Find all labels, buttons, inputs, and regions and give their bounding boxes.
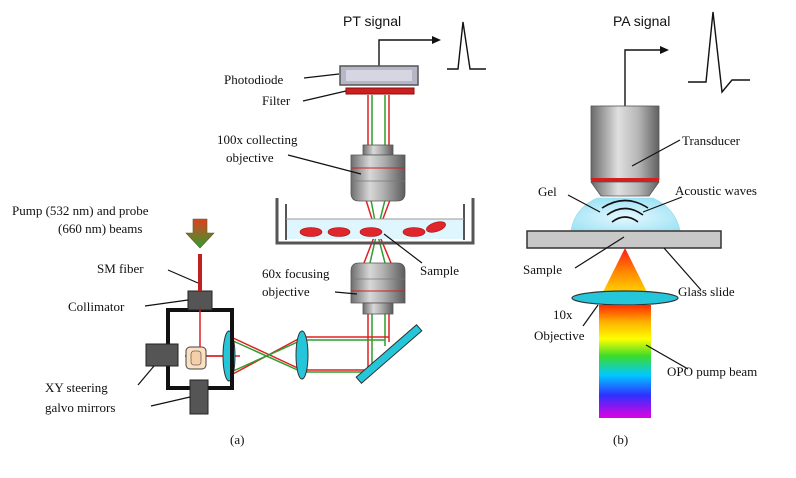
relay-lens-2 — [295, 330, 309, 380]
red-blood-cells — [299, 221, 446, 237]
objective-label-line2: Objective — [534, 328, 585, 343]
pa-signal-pulse — [688, 11, 750, 94]
collecting-objective — [350, 144, 406, 202]
sm-fiber — [198, 254, 202, 291]
pa-signal-label: PA signal — [613, 13, 670, 29]
galvo-label-line2: galvo mirrors — [45, 400, 115, 415]
beams-label-line2: (660 nm) beams — [58, 221, 142, 236]
panel-a-caption: (a) — [230, 432, 244, 447]
sm-fiber-label: SM fiber — [97, 261, 144, 276]
glass-slide — [526, 230, 722, 249]
focusing-objective-label-line1: 60x focusing — [262, 266, 330, 281]
beams-label-line1: Pump (532 nm) and probe — [12, 203, 149, 218]
pt-signal-output — [378, 21, 486, 70]
opo-pump-beam — [599, 305, 651, 418]
objective-label-line1: 10x — [553, 307, 573, 322]
collecting-objective-label-line1: 100x collecting — [217, 132, 298, 147]
sample-label-b: Sample — [523, 262, 562, 277]
gel — [570, 197, 681, 231]
focused-beam-cone — [601, 248, 649, 296]
pt-signal-pulse — [447, 21, 486, 70]
panel-b: PA signal Transducer Gel Acoustic waves … — [523, 11, 757, 447]
galvo-label-line1: XY steering — [45, 380, 108, 395]
transducer-label: Transducer — [682, 133, 741, 148]
sample-label-a: Sample — [420, 263, 459, 278]
steering-mirror — [355, 324, 423, 384]
focusing-objective-label-line2: objective — [262, 284, 310, 299]
transducer — [590, 105, 660, 197]
opo-pump-beam-label: OPO pump beam — [667, 364, 757, 379]
collecting-objective-label-line2: objective — [226, 150, 274, 165]
focusing-objective — [350, 262, 406, 315]
filter — [345, 87, 415, 95]
acoustic-waves — [601, 199, 649, 223]
collimator — [187, 290, 213, 311]
sample-chamber — [275, 198, 475, 245]
pt-signal-label: PT signal — [343, 13, 401, 29]
beam-path-horizontal — [185, 336, 389, 376]
gel-label: Gel — [538, 184, 557, 199]
input-beam-arrow — [185, 218, 215, 249]
pa-signal-output — [624, 11, 750, 106]
photodiode-label: Photodiode — [224, 72, 283, 87]
glass-slide-label: Glass slide — [678, 284, 735, 299]
acoustic-waves-label: Acoustic waves — [675, 183, 757, 198]
objective-lens-b — [571, 290, 679, 306]
panel-b-caption: (b) — [613, 432, 628, 447]
galvo-scanner-frame — [145, 308, 234, 415]
collimator-label: Collimator — [68, 299, 125, 314]
filter-label: Filter — [262, 93, 291, 108]
panel-a: PT signal Photodiode Filter 100x collect… — [12, 13, 486, 447]
